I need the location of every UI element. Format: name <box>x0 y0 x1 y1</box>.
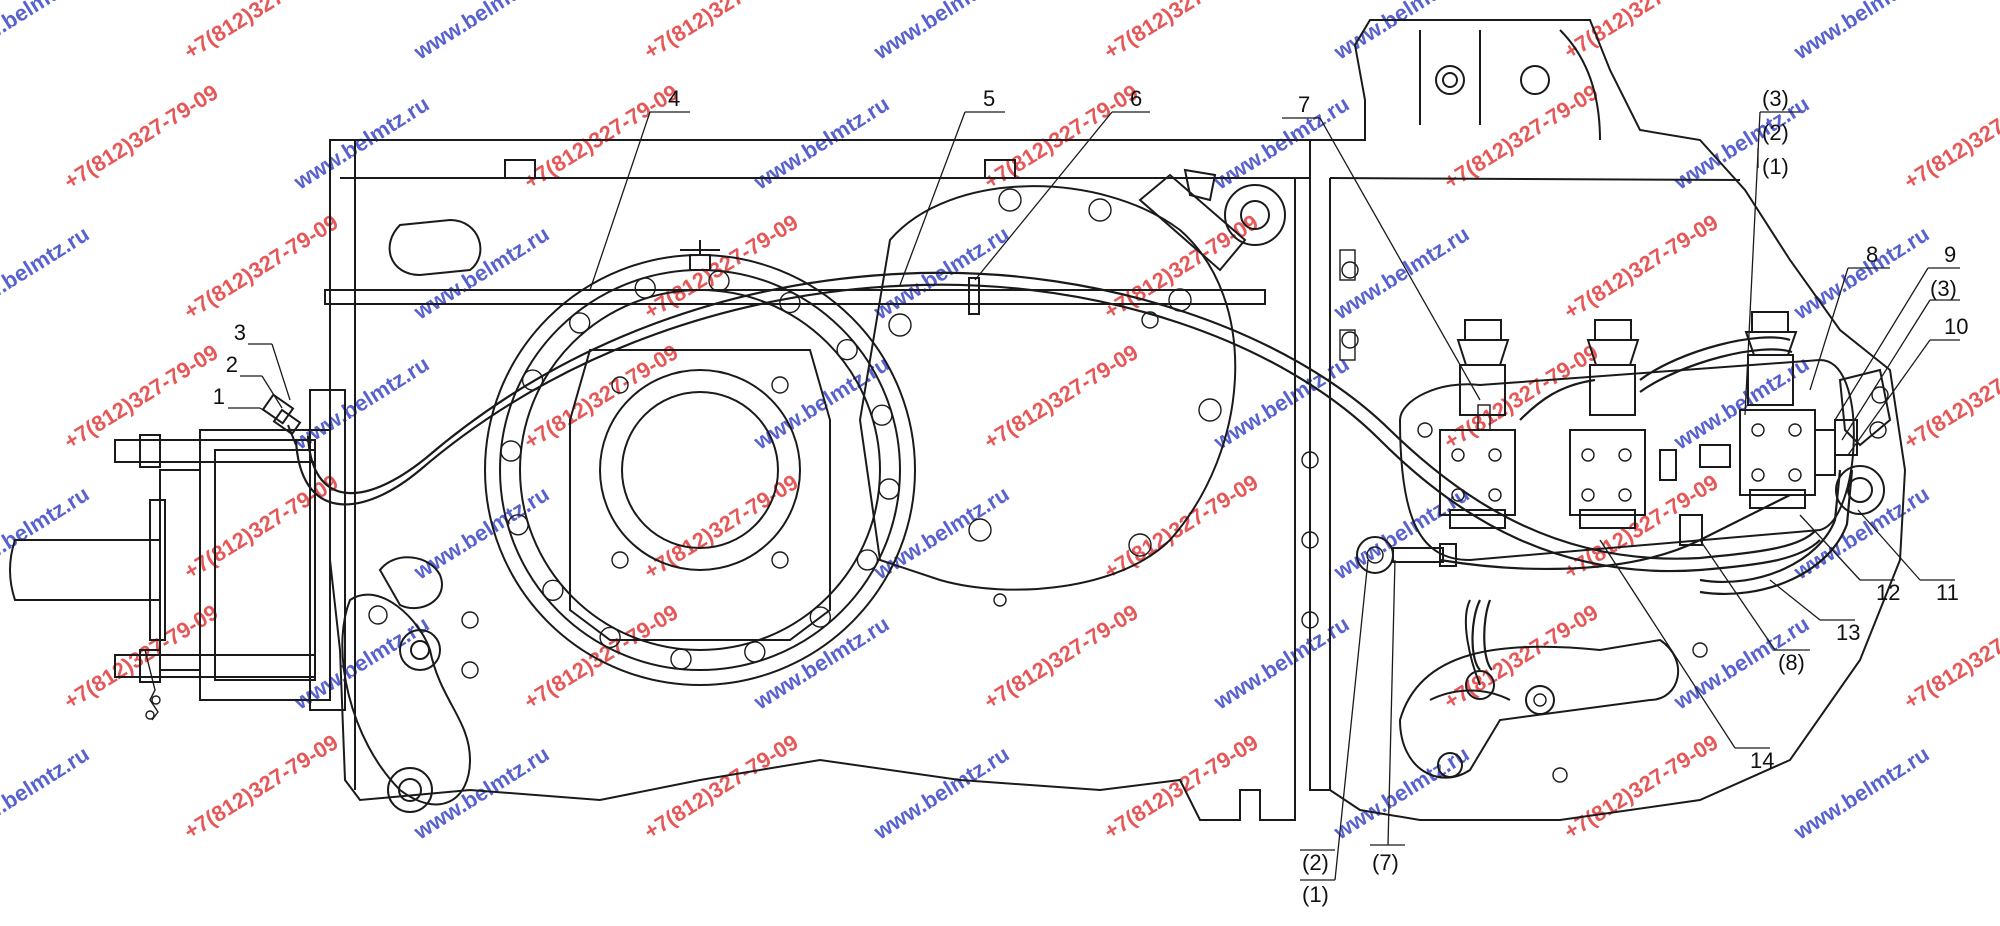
plate-bolts <box>611 376 789 569</box>
callout-8-ref: (8) <box>1778 650 1805 675</box>
watermark-url: www.belmtz.ru <box>1329 0 1474 65</box>
solenoid-valve-2 <box>1569 319 1646 529</box>
flange-bolt <box>809 606 831 628</box>
watermark-phone: +7(812)327-79-09 <box>1899 79 2000 194</box>
cross-bar <box>324 289 1266 305</box>
callout-13: 13 <box>1836 620 1860 645</box>
watermark-url: www.belmtz.ru <box>0 0 94 65</box>
watermark-phone: +7(812)327-79-09 <box>979 599 1142 714</box>
flange-bolt <box>836 339 858 361</box>
watermark-phone: +7(812)327-79-09 <box>1099 0 1262 64</box>
watermark-url: www.belmtz.ru <box>409 0 554 65</box>
flange-bolt <box>599 626 621 649</box>
callout-9: 9 <box>1944 242 1956 267</box>
callout-3-ref-right: (3) <box>1930 276 1957 301</box>
watermark-phone: +7(812)327-79-09 <box>979 339 1142 454</box>
watermark-phone: +7(812)327-79-09 <box>179 469 342 584</box>
watermark-phone: +7(812)327-79-09 <box>1559 729 1722 844</box>
watermark-phone: +7(812)327-79-09 <box>59 79 222 194</box>
watermark-url: www.belmtz.ru <box>869 741 1014 845</box>
watermark-phone: +7(812)327-79-09 <box>1559 209 1722 324</box>
flange-bolt <box>670 648 692 670</box>
watermark-phone: +7(812)327-79-09 <box>639 0 802 64</box>
hoses <box>294 271 1854 671</box>
callout-2: 2 <box>226 352 238 377</box>
watermark-url: www.belmtz.ru <box>749 91 894 195</box>
callout-1-ref-bottom: (1) <box>1302 882 1329 907</box>
callout-3: 3 <box>234 320 246 345</box>
watermark-url: www.belmtz.ru <box>0 481 94 585</box>
watermark-phone: +7(812)327-79-09 <box>179 209 342 324</box>
lower-bracket <box>1398 638 1679 779</box>
left-mount-ear-bottom <box>341 593 472 806</box>
watermark-url: www.belmtz.ru <box>869 0 1014 65</box>
banjo-fitting <box>1356 536 1457 574</box>
watermark-phone: +7(812)327-79-09 <box>1899 599 2000 714</box>
callout-4: 4 <box>668 86 680 111</box>
right-mount-ear <box>1835 368 1892 515</box>
callout-1-ref-top: (1) <box>1762 154 1789 179</box>
callout-2-ref-top: (2) <box>1762 120 1789 145</box>
leader-lines <box>228 111 1960 881</box>
callout-12: 12 <box>1876 580 1900 605</box>
watermark-url: www.belmtz.ru <box>1209 91 1354 195</box>
watermark-phone: +7(812)327-79-09 <box>179 0 342 64</box>
callout-10: 10 <box>1944 314 1968 339</box>
main-flange <box>484 240 916 686</box>
valve-region <box>1398 358 1855 562</box>
watermark-phone: +7(812)327-79-09 <box>179 729 342 844</box>
output-shaft-assembly <box>9 389 346 721</box>
flange-bolt <box>507 514 529 536</box>
flange-bolt <box>708 270 730 292</box>
watermark-url: www.belmtz.ru <box>0 741 94 845</box>
callout-11: 11 <box>1936 580 1959 605</box>
solenoid-valve-3 <box>1739 311 1858 509</box>
flange-bolt <box>542 579 564 601</box>
flange-bolt <box>856 549 879 571</box>
flange-bolt <box>779 291 801 314</box>
left-mount-ear-top <box>388 218 482 277</box>
flange-bolt <box>744 641 766 663</box>
watermark-url: www.belmtz.ru <box>0 221 94 325</box>
flange-bolt <box>569 312 591 334</box>
callout-7-ref-bottom: (7) <box>1372 850 1399 875</box>
callout-14: 14 <box>1750 748 1774 773</box>
flange-bolt <box>871 404 893 426</box>
breather-unit <box>1138 168 1286 272</box>
watermark-phone: +7(812)327-79-09 <box>1559 0 1722 64</box>
side-cover <box>858 185 1237 591</box>
watermark-url: www.belmtz.ru <box>1789 221 1934 325</box>
callout-8: 8 <box>1866 242 1878 267</box>
callout-7: 7 <box>1298 92 1310 117</box>
left-housing-outline <box>329 139 1311 821</box>
watermark-url: www.belmtz.ru <box>289 91 434 195</box>
watermark-url: www.belmtz.ru <box>1329 741 1474 845</box>
watermark-phone: +7(812)327-79-09 <box>1899 339 2000 454</box>
callout-2-ref-bottom: (2) <box>1302 850 1329 875</box>
watermark-url: www.belmtz.ru <box>1789 741 1934 845</box>
drawing <box>9 19 1907 821</box>
flange-bolts <box>500 270 900 670</box>
right-housing-bolts <box>1301 249 1708 783</box>
flange-bolt <box>634 277 656 299</box>
watermark-url: www.belmtz.ru <box>1789 0 1934 65</box>
callout-3-ref-top: (3) <box>1762 86 1789 111</box>
watermark-phone: +7(812)327-79-09 <box>1439 79 1602 194</box>
callout-6: 6 <box>1130 86 1142 111</box>
callout-5: 5 <box>983 86 995 111</box>
callout-labels: 1 2 3 4 5 6 7 8 9 10 11 12 13 14 (3) (2)… <box>213 86 1969 907</box>
callout-1: 1 <box>213 384 225 409</box>
watermark-url: www.belmtz.ru <box>1329 221 1474 325</box>
watermark-url: www.belmtz.ru <box>1209 611 1354 715</box>
flange-bolt <box>878 478 900 500</box>
hose-clamp <box>968 277 980 315</box>
flange-bolt <box>500 440 522 462</box>
right-housing-outline <box>1309 19 1907 821</box>
